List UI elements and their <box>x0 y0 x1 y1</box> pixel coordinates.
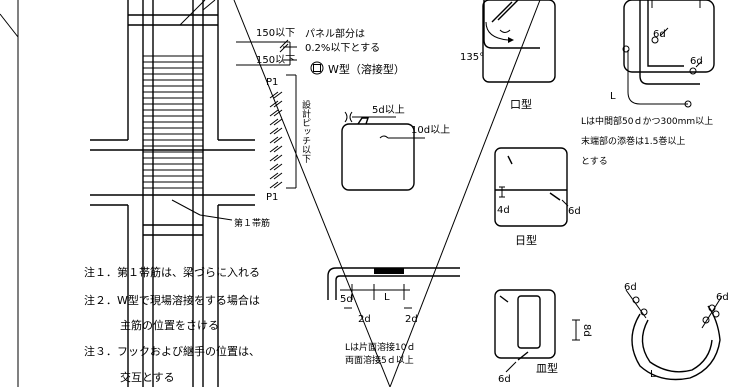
panel-note-line2: 0.2%以下とする <box>305 42 380 54</box>
pitch-hatching <box>269 91 283 189</box>
spiral-bottom-6d-b: 6d <box>716 292 729 303</box>
spiral-note-line3: とする <box>581 156 608 167</box>
note-2-cont: 主筋の位置をさける <box>120 318 219 332</box>
ro-type-detail: 口型 <box>482 0 556 111</box>
sara-type-detail: 8d 6d 皿型 <box>494 289 592 385</box>
dim-150-bottom: 150以下 <box>256 55 295 66</box>
nichi-4d: 4d <box>497 205 510 216</box>
p1-top-label: P1 <box>266 77 278 88</box>
spiral-bottom-L: L <box>650 369 656 380</box>
splice-5d: 5d <box>340 294 353 305</box>
w-type-title: W型（溶接型） <box>328 62 405 76</box>
general-notes: 注１．第１帯筋は、梁づらに入れる 注２．W型で現場溶接をする場合は 主筋の位置を… <box>84 265 260 384</box>
splice-detail: 5d L 2d 2d Lは片面溶接10ｄ 両面溶接5ｄ以上 <box>327 267 460 366</box>
spiral-top-6d-b: 6d <box>690 56 703 67</box>
note-3-cont: 交互とする <box>120 370 175 384</box>
note-2: 注２．W型で現場溶接をする場合は <box>84 293 260 307</box>
sara-8d: 8d <box>581 324 592 337</box>
nichi-type-label: 日型 <box>515 233 537 247</box>
hook-angle-label: 135° <box>460 52 484 63</box>
splice-note-line2: 両面溶接5ｄ以上 <box>345 354 414 366</box>
nichi-type-detail: 4d 6d 日型 <box>494 147 581 247</box>
sara-type-label: 皿型 <box>536 361 558 375</box>
page-frame <box>0 0 19 387</box>
weld-10d: 10d以上 <box>411 124 450 136</box>
design-pitch-note: 設計ピッチ以下 <box>300 99 311 164</box>
first-stirrup-label: 第１帯筋 <box>234 217 270 229</box>
panel-note-line1: パネル部分は <box>305 27 365 40</box>
w-type-detail: W型（溶接型） 5d以上 10d以上 <box>310 61 450 191</box>
weld-5d: 5d以上 <box>372 104 405 116</box>
p1-bottom-label: P1 <box>266 192 278 203</box>
dim-150-top: 150以下 <box>256 28 295 39</box>
note-3: 注３．フックおよび継手の位置は、 <box>84 344 260 358</box>
column-beam-elevation <box>90 0 255 387</box>
spiral-note-line1: Lは中間部50ｄかつ300mm以上 <box>581 115 713 127</box>
spiral-bottom-6d-a: 6d <box>624 282 637 293</box>
ro-type-label: 口型 <box>510 97 532 111</box>
nichi-6d: 6d <box>568 206 581 217</box>
splice-2d-right: 2d <box>405 314 418 325</box>
projection-lines <box>179 0 541 387</box>
spiral-top-L: L <box>610 91 616 102</box>
sara-6d: 6d <box>498 374 511 385</box>
first-stirrup-callout: 第１帯筋 <box>171 199 270 229</box>
hook-135-detail: 135° <box>460 0 540 63</box>
spiral-tie-top: 6d 6d L Lは中間部50ｄかつ300mm以上 末端部の添巻は1.5巻以上 … <box>581 0 715 167</box>
splice-2d-left: 2d <box>358 314 371 325</box>
splice-note-line1: Lは片面溶接10ｄ <box>345 341 415 353</box>
splice-L: L <box>384 292 390 303</box>
note-1: 注１．第１帯筋は、梁づらに入れる <box>84 265 260 279</box>
spiral-note-line2: 末端部の添巻は1.5巻以上 <box>581 135 685 147</box>
spiral-top-6d-a: 6d <box>653 29 666 40</box>
panel-zone-ties <box>143 55 203 189</box>
spiral-tie-bottom: 6d 6d L <box>624 282 729 381</box>
panel-dimension: 150以下 150以下 パネル部分は 0.2%以下とする P1 P1 設計ピッチ… <box>236 27 380 203</box>
